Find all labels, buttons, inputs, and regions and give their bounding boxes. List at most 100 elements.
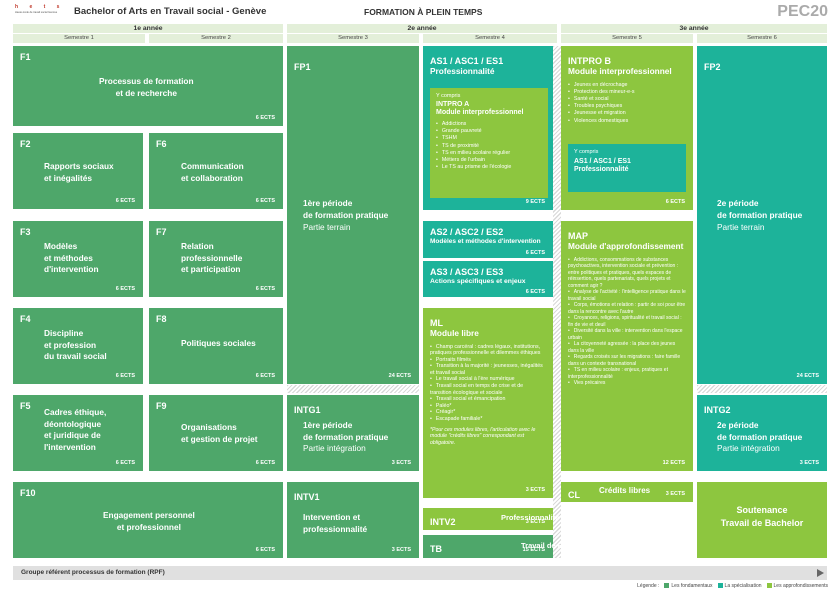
list-item: TSHM — [436, 135, 542, 142]
module-title: Rapports sociaux et inégalités — [44, 161, 114, 183]
module-title: Modèles et méthodes d'intervention — [430, 238, 541, 245]
list-item: Protection des mineur-e-s — [568, 89, 686, 96]
semester-3-header: Semestre 3 — [287, 34, 419, 43]
arrow-right-icon — [817, 569, 824, 577]
module-title: Processus de formation et de recherche — [99, 76, 194, 98]
module-code: INTV1 — [294, 492, 320, 502]
list-item: Escapade familiale* — [430, 416, 546, 423]
module-f7: F7 Relation professionnelle et participa… — [149, 221, 283, 297]
module-as3: AS3 / ASC3 / ES3 Actions spécifiques et … — [423, 261, 553, 297]
module-ects: 6 ECTS — [115, 286, 135, 292]
module-ects: 24 ECTS — [796, 373, 819, 379]
module-ects: 15 ECTS — [522, 547, 545, 553]
module-f5: F5 Cadres éthique, déontologique et juri… — [13, 395, 143, 471]
list-item: Métiers de l'urbain — [436, 157, 542, 164]
module-ects: 24 ECTS — [388, 373, 411, 379]
module-code: FP1 — [294, 62, 311, 72]
hatch-separator — [287, 385, 419, 393]
module-title: Module libre — [430, 328, 479, 338]
module-ects: 12 ECTS — [662, 460, 685, 466]
module-subtitle: Partie intégration — [303, 443, 366, 453]
module-code: AS3 / ASC3 / ES3 — [430, 267, 504, 277]
hatch-separator-vertical — [553, 46, 561, 558]
module-code: F4 — [20, 314, 31, 324]
list-item: Créagir* — [430, 409, 546, 416]
module-code: F5 — [20, 401, 31, 411]
inner-pre: Y compris — [436, 93, 461, 99]
module-f2: F2 Rapports sociaux et inégalités 6 ECTS — [13, 133, 143, 209]
module-title: Professionnalité et recherche — [501, 513, 607, 522]
module-intv2: INTV2 Professionnalité et recherche 3 EC… — [423, 508, 606, 530]
semester-2-header: Semestre 2 — [149, 34, 283, 43]
module-intv1: INTV1 Intervention et professionnalité 3… — [287, 482, 419, 558]
list-item: Croyances, religions, spiritualité et tr… — [568, 315, 686, 328]
module-title: Cadres éthique, déontologique et juridiq… — [44, 407, 107, 452]
module-ects: 3 ECTS — [391, 460, 411, 466]
module-ects: 6 ECTS — [525, 250, 545, 256]
list-item: Jeunes en décrochage — [568, 82, 686, 89]
module-title: Actions spécifiques et enjeux — [430, 278, 526, 285]
list-item: Analyse de l'activité : l'intelligence p… — [568, 289, 686, 302]
school-name: Haute école de travail social Genève — [15, 11, 58, 14]
module-ml: ML Module libre Champ carcéral : cadres … — [423, 308, 553, 498]
module-title: Intervention et professionnalité — [303, 512, 368, 534]
inner-title: Module interprofessionnel — [436, 109, 524, 116]
module-title: Politiques sociales — [181, 338, 256, 348]
module-title: Modèles et méthodes d'intervention — [44, 241, 99, 274]
module-code: INTV2 — [430, 517, 456, 527]
module-fp2: FP2 2e période de formation pratique Par… — [697, 46, 827, 384]
module-ects: 3 ECTS — [525, 519, 545, 525]
module-intpro-b: INTPRO B Module interprofessionnel Jeune… — [561, 46, 693, 210]
module-title: Discipline et profession du travail soci… — [44, 328, 107, 361]
list-item: Diversité dans la ville : intervention d… — [568, 328, 686, 341]
semester-4-header: Semestre 4 — [423, 34, 557, 43]
legend-text: La spécialisation — [724, 583, 762, 589]
module-code: CL — [568, 490, 580, 500]
legend-swatch — [766, 583, 772, 589]
module-tb: TB Travail de Bachelor 15 ECTS — [423, 535, 590, 558]
semester-6-header: Semestre 6 — [697, 34, 827, 43]
list-item: Portraits filmés — [430, 357, 546, 364]
list-item: Travail social en temps de crise et de t… — [430, 383, 546, 396]
school-logo: h e t s — [15, 4, 65, 10]
module-ects: 6 ECTS — [255, 115, 275, 121]
module-f4: F4 Discipline et profession du travail s… — [13, 308, 143, 384]
module-code: MAP — [568, 231, 588, 241]
module-code: F9 — [156, 401, 167, 411]
module-code: INTG2 — [704, 405, 731, 415]
legend-label: Légende : — [637, 583, 660, 589]
ml-list: Champ carcéral : cadres légaux, institut… — [430, 344, 546, 423]
list-item: Paléo* — [430, 403, 546, 410]
module-ects: 6 ECTS — [255, 460, 275, 466]
legend-swatch — [717, 583, 723, 589]
rpf-bar: Groupe référent processus de formation (… — [13, 566, 827, 580]
list-item: Violences domestiques — [568, 118, 686, 125]
intpro-b-list: Jeunes en décrochageProtection des mineu… — [568, 82, 686, 125]
module-ects: 6 ECTS — [255, 286, 275, 292]
module-title: Organisations et gestion de projet — [181, 422, 258, 444]
list-item: Troubles psychiques — [568, 103, 686, 110]
module-title: Professionnalité — [430, 66, 495, 76]
ml-note: *Pour ces modules libres, l'articulation… — [430, 426, 536, 446]
module-title: Crédits libres — [599, 486, 651, 495]
module-code: INTG1 — [294, 405, 321, 415]
list-item: Le TS au prisme de l'écologie — [436, 164, 542, 171]
intpro-a-box: Y compris INTPRO A Module interprofessio… — [430, 88, 548, 198]
module-title: 2e période de formation pratique — [717, 420, 803, 442]
year-1-header: 1e année — [13, 24, 283, 33]
inner-pre: Y compris — [574, 149, 599, 155]
module-title: 2e période de formation pratique — [717, 198, 803, 220]
module-code: AS2 / ASC2 / ES2 — [430, 227, 504, 237]
list-item: Santé et social — [568, 96, 686, 103]
module-ects: 6 ECTS — [255, 547, 275, 553]
year-2-header: 2e année — [287, 24, 557, 33]
intpro-a-list: AddictionsGrande pauvretéTSHMTS de proxi… — [436, 121, 542, 171]
inner-code: INTPRO A — [436, 101, 470, 108]
module-code: F1 — [20, 52, 31, 62]
list-item: Transition à la majorité : jeunesses, in… — [430, 363, 546, 376]
module-f1: F1 Processus de formation et de recherch… — [13, 46, 283, 126]
module-ects: 6 ECTS — [525, 289, 545, 295]
rpf-label: Groupe référent processus de formation (… — [21, 569, 165, 576]
year-3-header: 3e année — [561, 24, 827, 33]
module-as1: AS1 / ASC1 / ES1 Professionnalité Y comp… — [423, 46, 553, 210]
